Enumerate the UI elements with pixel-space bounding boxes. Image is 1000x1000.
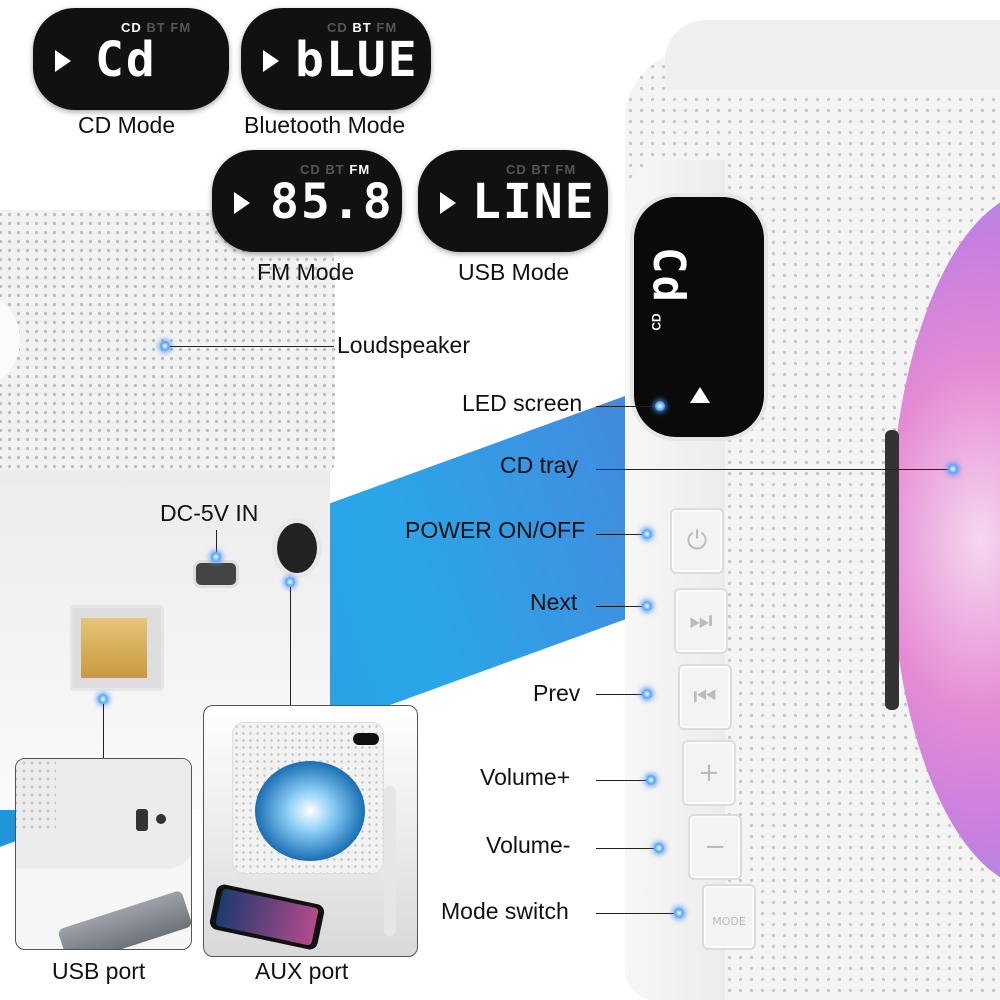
power-icon: ⏻ bbox=[686, 526, 708, 556]
play-icon bbox=[440, 192, 456, 214]
aux-socket bbox=[272, 518, 322, 578]
dc-socket bbox=[193, 560, 239, 588]
callout-dot bbox=[642, 689, 652, 699]
pill-cd-mode: CD BT FM Cd bbox=[33, 8, 229, 110]
led-indicator: CD bbox=[649, 313, 664, 331]
callout-line bbox=[596, 694, 642, 696]
callout-dot bbox=[642, 601, 652, 611]
led-screen: Cd CD bbox=[630, 193, 768, 441]
mode-icon: MODE bbox=[712, 915, 746, 928]
prev-button[interactable]: ⏮ bbox=[678, 664, 732, 730]
callout-line bbox=[596, 606, 642, 608]
label-led-screen: LED screen bbox=[462, 390, 583, 416]
callout-line bbox=[596, 780, 648, 782]
mode-display: 85.8 bbox=[270, 174, 394, 230]
power-button[interactable]: ⏻ bbox=[670, 508, 724, 574]
callout-line bbox=[596, 848, 654, 850]
callout-dot bbox=[211, 552, 221, 562]
caption-cd-mode: CD Mode bbox=[78, 112, 176, 138]
callout-dot bbox=[655, 401, 665, 411]
label-next: Next bbox=[530, 589, 578, 615]
callout-line bbox=[596, 913, 674, 915]
indicator-cd: CD bbox=[121, 20, 142, 35]
caption-fm-mode: FM Mode bbox=[257, 259, 355, 285]
usb-socket bbox=[70, 605, 164, 691]
top-edge bbox=[665, 20, 1000, 90]
caption-bluetooth-mode: Bluetooth Mode bbox=[244, 112, 406, 138]
play-icon bbox=[690, 387, 710, 403]
pill-fm-mode: CD BT FM 85.8 bbox=[212, 150, 402, 252]
usb-inset bbox=[15, 758, 192, 950]
callout-dot bbox=[948, 464, 958, 474]
label-power: POWER ON/OFF bbox=[405, 517, 586, 543]
callout-dot bbox=[160, 341, 170, 351]
callout-line bbox=[216, 530, 218, 552]
pill-bluetooth-mode: CD BT FM bLUE bbox=[241, 8, 431, 110]
label-volume-down: Volume- bbox=[486, 832, 571, 858]
mode-display: Cd bbox=[95, 32, 157, 88]
pill-usb-mode: CD BT FM LINE bbox=[418, 150, 608, 252]
aux-inset bbox=[203, 705, 418, 957]
callout-dot bbox=[98, 694, 108, 704]
volume-down-button[interactable]: − bbox=[688, 814, 742, 880]
callout-dot bbox=[642, 529, 652, 539]
callout-line bbox=[290, 587, 292, 705]
next-button[interactable]: ⏭ bbox=[674, 588, 728, 654]
label-prev: Prev bbox=[533, 680, 581, 706]
label-usb-port: USB port bbox=[52, 958, 146, 984]
callout-dot bbox=[285, 577, 295, 587]
mode-button[interactable]: MODE bbox=[702, 884, 756, 950]
mode-display: bLUE bbox=[295, 32, 419, 88]
prev-track-icon: ⏮ bbox=[693, 682, 717, 712]
callout-line bbox=[596, 534, 642, 536]
plus-icon: + bbox=[698, 758, 720, 788]
callout-dot bbox=[654, 843, 664, 853]
play-icon bbox=[234, 192, 250, 214]
callout-line bbox=[596, 406, 656, 408]
label-aux-port: AUX port bbox=[255, 958, 349, 984]
callout-line bbox=[170, 346, 334, 348]
next-track-icon: ⏭ bbox=[689, 606, 713, 636]
callout-dot bbox=[646, 775, 656, 785]
cd-slot bbox=[885, 430, 899, 710]
label-cd-tray: CD tray bbox=[500, 452, 578, 478]
label-loudspeaker: Loudspeaker bbox=[337, 332, 470, 358]
mini-player bbox=[232, 722, 384, 874]
callout-line bbox=[103, 704, 105, 758]
play-icon bbox=[55, 50, 71, 72]
volume-up-button[interactable]: + bbox=[682, 740, 736, 806]
callout-line bbox=[596, 469, 948, 471]
mode-display: LINE bbox=[472, 174, 596, 230]
label-mode-switch: Mode switch bbox=[441, 898, 569, 924]
led-text: Cd bbox=[643, 247, 694, 304]
usb-stick bbox=[57, 889, 191, 949]
callout-dot bbox=[674, 908, 684, 918]
minus-icon: − bbox=[704, 832, 726, 862]
caption-usb-mode: USB Mode bbox=[458, 259, 570, 285]
play-icon bbox=[263, 50, 279, 72]
phone bbox=[208, 883, 326, 951]
label-dc-in: DC-5V IN bbox=[160, 500, 259, 526]
label-volume-up: Volume+ bbox=[480, 764, 571, 790]
